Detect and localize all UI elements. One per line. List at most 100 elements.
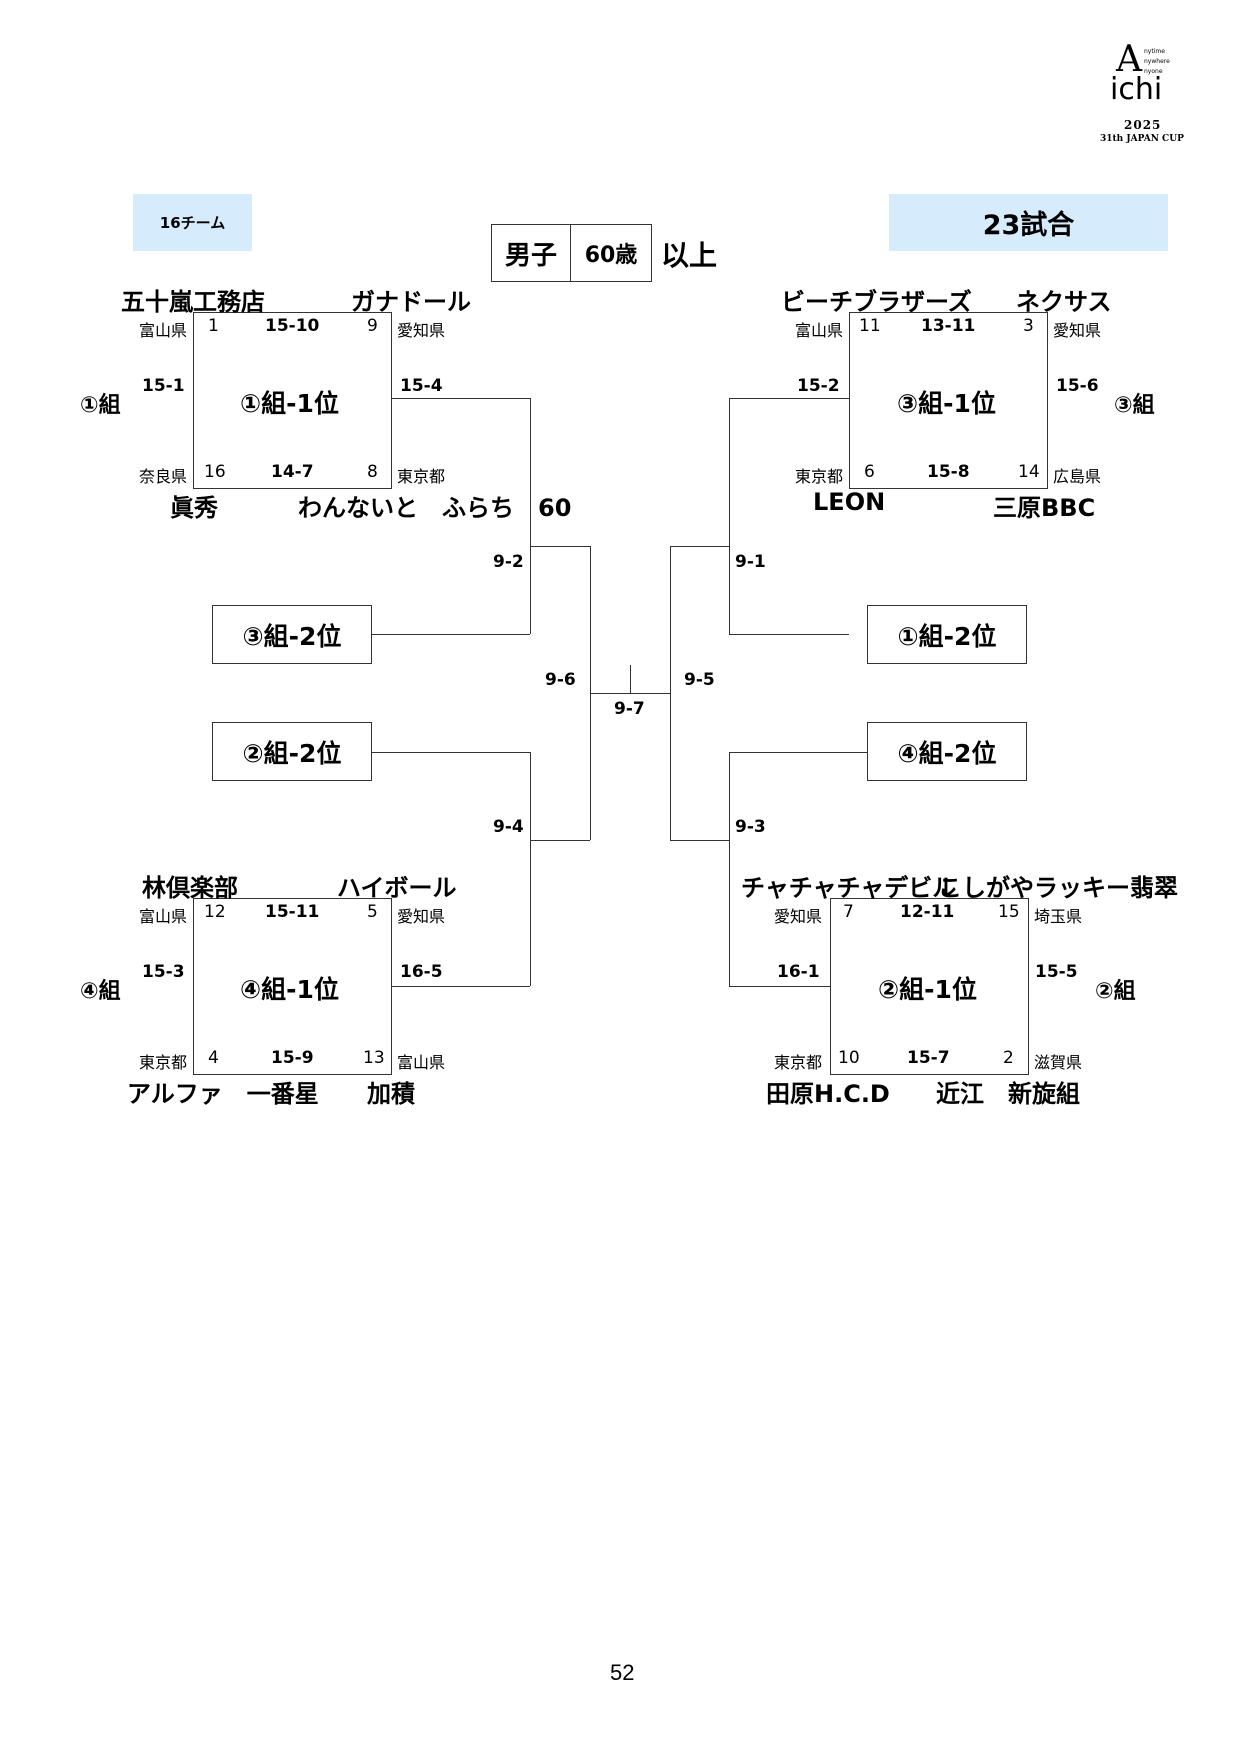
seed-number: 4: [208, 1048, 219, 1068]
final-line: [590, 693, 670, 694]
logo-tagline-2: nywhere: [1144, 58, 1170, 65]
prefecture-label: 広島県: [1053, 467, 1102, 486]
match-number: 9-7: [614, 699, 645, 719]
match-score: 15-3: [142, 962, 185, 982]
match-number: 9-4: [493, 817, 524, 837]
group-1-box: [193, 312, 392, 489]
team-name: こしがやラッキー翡翠: [938, 874, 1178, 902]
team-name: 近江 新旋組: [936, 1080, 1080, 1108]
team-name: ハイボール: [337, 874, 457, 902]
team-name: チャチャチャデビル: [741, 874, 957, 902]
match-score: 15-9: [271, 1048, 314, 1068]
group-winner-label: ③組-1位: [897, 389, 996, 418]
group-winner-label: ④組-1位: [240, 975, 339, 1004]
seed-number: 8: [367, 462, 378, 482]
team-name: 五十嵐工務店: [121, 288, 265, 316]
bracket-line: [530, 752, 531, 986]
bracket-line: [670, 840, 729, 841]
placeholder-group2-2nd: ②組-2位: [212, 722, 372, 781]
match-score: 14-7: [271, 462, 314, 482]
prefecture-label: 愛知県: [397, 907, 446, 926]
match-score: 15-1: [142, 376, 185, 396]
prefecture-label: 富山県: [795, 321, 844, 340]
group-3-box: [849, 312, 1048, 489]
prefecture-label: 愛知県: [397, 321, 446, 340]
match-score: 15-8: [927, 462, 970, 482]
bracket-line: [729, 398, 849, 399]
match-score: 15-5: [1035, 962, 1078, 982]
teams-count-badge: 16チーム: [133, 194, 252, 251]
games-count-badge: 23試合: [889, 194, 1168, 251]
bracket-line: [729, 752, 730, 986]
seed-number: 12: [204, 902, 226, 922]
prefecture-label: 東京都: [139, 1053, 188, 1072]
match-score: 15-7: [907, 1048, 950, 1068]
seed-number: 14: [1018, 462, 1040, 482]
prefecture-label: 埼玉県: [1034, 907, 1083, 926]
bracket-line: [670, 546, 671, 840]
team-name: わんないと ふらち 60: [298, 494, 572, 522]
group-winner-label: ②組-1位: [878, 975, 977, 1004]
gender-cell: 男子: [492, 225, 571, 281]
bracket-line: [670, 546, 729, 547]
team-name: ビーチブラザーズ: [781, 288, 972, 316]
bracket-line: [729, 986, 830, 987]
category-title: 男子 60歳: [491, 224, 652, 282]
group-winner-label: ①組-1位: [240, 389, 339, 418]
age-cell: 60歳: [571, 225, 651, 281]
group-label: ①組: [80, 393, 121, 418]
placeholder-group4-2nd: ④組-2位: [867, 722, 1027, 781]
prefecture-label: 東京都: [795, 467, 844, 486]
seed-number: 1: [208, 316, 219, 336]
bracket-line: [729, 752, 867, 753]
match-score: 12-11: [900, 902, 955, 922]
team-name: ガナドール: [351, 288, 471, 316]
team-name: 三原BBC: [993, 494, 1096, 522]
match-score: 13-11: [921, 316, 976, 336]
prefecture-label: 奈良県: [139, 467, 188, 486]
team-name: アルファ 一番星: [127, 1080, 319, 1108]
seed-number: 6: [864, 462, 875, 482]
placeholder-label: ①組-2位: [897, 621, 997, 651]
bracket-line: [530, 398, 531, 634]
bracket-line: [372, 752, 530, 753]
prefecture-label: 愛知県: [774, 907, 823, 926]
seed-number: 16: [204, 462, 226, 482]
team-name: 林倶楽部: [142, 874, 238, 902]
bracket-line: [530, 546, 590, 547]
team-name: 加積: [367, 1080, 415, 1108]
group-label: ③組: [1114, 393, 1155, 418]
seed-number: 13: [363, 1048, 385, 1068]
logo-word-ichi: ichi: [1110, 72, 1163, 107]
bracket-line: [392, 398, 530, 399]
seed-number: 9: [367, 316, 378, 336]
match-number: 9-6: [545, 670, 576, 690]
logo-year: 2025: [1124, 118, 1162, 132]
group-2-box: [830, 898, 1029, 1075]
placeholder-group3-2nd: ③組-2位: [212, 605, 372, 664]
logo-tagline-3: nyone: [1144, 68, 1163, 75]
group-4-box: [193, 898, 392, 1075]
match-score: 15-2: [797, 376, 840, 396]
group-label: ②組: [1095, 979, 1136, 1004]
match-number: 9-1: [735, 552, 766, 572]
team-name: 田原H.C.D: [766, 1080, 890, 1108]
prefecture-label: 滋賀県: [1034, 1053, 1083, 1072]
match-score: 15-6: [1056, 376, 1099, 396]
match-score: 15-10: [265, 316, 320, 336]
logo-cup: 31th JAPAN CUP: [1100, 134, 1184, 144]
games-count-text: 23試合: [982, 210, 1075, 241]
placeholder-label: ②組-2位: [242, 738, 342, 768]
team-name: 眞秀: [170, 494, 218, 522]
seed-number: 10: [838, 1048, 860, 1068]
gender-label: 男子: [504, 240, 557, 271]
placeholder-label: ④組-2位: [897, 738, 997, 768]
seed-number: 2: [1003, 1048, 1014, 1068]
age-suffix: 以上: [661, 239, 718, 272]
teams-count-text: 16チーム: [159, 214, 226, 232]
match-number: 9-2: [493, 552, 524, 572]
match-score: 16-1: [777, 962, 820, 982]
bracket-line: [530, 840, 590, 841]
seed-number: 3: [1023, 316, 1034, 336]
